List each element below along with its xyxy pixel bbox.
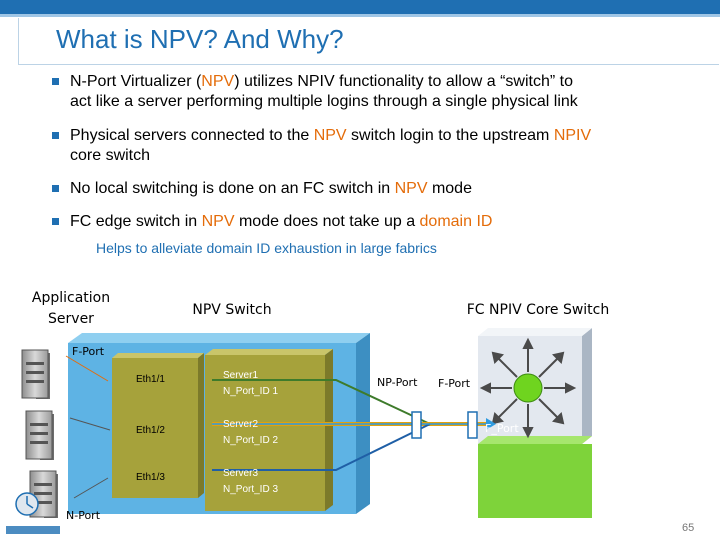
bullet-1-line-2: act like a server performing multiple lo… — [70, 93, 578, 110]
header-bar — [0, 0, 720, 14]
sub-bullet: Helps to alleviate domain ID exhaustion … — [96, 240, 437, 256]
f-port-core-label: F-Port — [438, 377, 471, 390]
server2-nport-id: N_Port_ID 2 — [223, 435, 279, 446]
fabric-star-icon — [479, 337, 577, 439]
server-icon — [29, 470, 58, 518]
page-number: 65 — [682, 522, 695, 534]
bullet-square-icon — [52, 218, 59, 225]
bullet-square-icon — [52, 132, 59, 139]
trunk-link — [212, 379, 496, 471]
f-port-label-top: F-Port — [72, 345, 105, 358]
slide-title: What is NPV? And Why? — [56, 24, 344, 54]
bullet-3-line-1: No local switching is done on an FC swit… — [70, 180, 472, 197]
title-frame — [18, 18, 719, 65]
server1-nport-id: N_Port_ID 1 — [223, 386, 279, 397]
core-switch-label: FC NPIV Core Switch — [466, 302, 610, 318]
np-port-connector — [411, 411, 422, 439]
bullet-1-line-1: N-Port Virtualizer (NPV) utilizes NPIV f… — [70, 73, 573, 90]
np-port-label: NP-Port — [377, 376, 418, 389]
server1-name: Server1 — [223, 370, 259, 381]
company-logo-icon — [6, 492, 60, 534]
port-box-stack — [112, 353, 204, 498]
bullet-square-icon — [52, 78, 59, 85]
f-port-connector — [467, 411, 478, 439]
server-links — [65, 355, 111, 499]
server2-name: Server2 — [223, 419, 259, 430]
header-bar-accent — [0, 14, 720, 17]
bullet-4-line-1: FC edge switch in NPV mode does not take… — [70, 213, 493, 230]
server-icon — [25, 410, 54, 460]
app-server-label-line-2: Server — [48, 311, 94, 327]
app-server-label-line-1: Application — [31, 290, 111, 306]
bullet-square-icon — [52, 185, 59, 192]
f-port-green-label: F_Port — [485, 422, 519, 435]
eth-port-2: Eth1/2 — [136, 425, 165, 436]
server3-name: Server3 — [223, 468, 259, 479]
bullet-2-line-2: core switch — [70, 147, 151, 164]
server3-nport-id: N_Port_ID 3 — [223, 484, 279, 495]
npv-switch-label: NPV Switch — [192, 302, 272, 318]
bullet-2-line-1: Physical servers connected to the NPV sw… — [70, 127, 592, 144]
eth-port-3: Eth1/3 — [136, 472, 165, 483]
server-icon — [21, 349, 50, 399]
eth-port-1: Eth1/1 — [136, 374, 165, 385]
n-port-label-bottom: N-Port — [66, 509, 101, 522]
